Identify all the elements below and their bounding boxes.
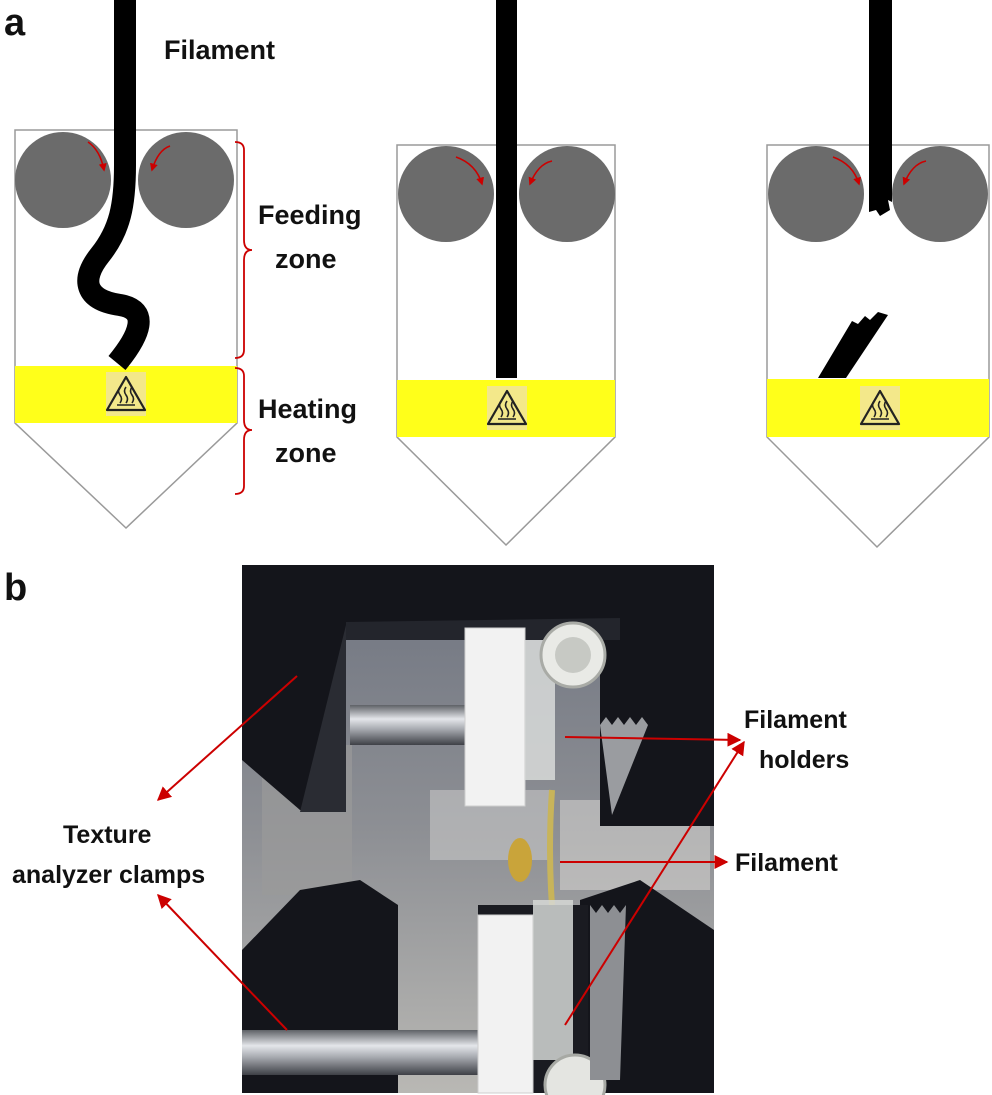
extruder-broken bbox=[766, 0, 990, 549]
feed-roller-left bbox=[15, 132, 111, 228]
filament-holders-label: Filament bbox=[744, 706, 847, 734]
lower-rod bbox=[242, 1030, 487, 1075]
rotation-arrow-right bbox=[902, 160, 927, 186]
feeding-zone-label-2: zone bbox=[275, 244, 337, 274]
extruder-buckling bbox=[14, 0, 238, 530]
filament-buckled bbox=[77, 0, 150, 370]
feed-roller-left bbox=[768, 146, 864, 242]
panel-a-letter: a bbox=[4, 2, 26, 44]
feed-roller-right bbox=[892, 146, 988, 242]
filament-holder-top-cap-inner bbox=[555, 637, 591, 673]
heating-zone-bracket bbox=[234, 367, 253, 495]
filament-broken-piece bbox=[818, 312, 888, 378]
arrow-to-filament-holders bbox=[564, 732, 742, 747]
heat-warning-icon bbox=[485, 384, 529, 432]
feeding-zone-bracket bbox=[234, 141, 253, 359]
feeding-zone-label: Feeding bbox=[258, 200, 362, 230]
filament-label-a: Filament bbox=[164, 35, 275, 65]
rotation-arrow-left bbox=[832, 156, 861, 186]
heating-zone-label: Heating bbox=[258, 394, 357, 424]
rotation-arrow-left bbox=[455, 156, 484, 186]
filament-broken-top bbox=[869, 0, 892, 216]
heating-zone-label-2: zone bbox=[275, 438, 337, 468]
clamps-label-2: analyzer clamps bbox=[12, 861, 205, 889]
heat-warning-icon bbox=[104, 370, 148, 418]
rotation-arrow-right bbox=[150, 145, 171, 172]
feed-roller-right bbox=[519, 146, 615, 242]
extruder-normal bbox=[396, 0, 616, 547]
upper-white-block bbox=[464, 627, 526, 807]
upper-clamp-bevel bbox=[300, 625, 346, 812]
lower-white-block bbox=[477, 914, 534, 1094]
filament-holder-bottom bbox=[533, 900, 573, 1060]
filament-holders-label-2: holders bbox=[759, 746, 849, 774]
filament-straight bbox=[496, 0, 517, 378]
background-blur bbox=[508, 838, 532, 882]
upper-rod bbox=[350, 705, 470, 745]
heat-warning-icon bbox=[858, 384, 902, 432]
rotation-arrow-right bbox=[528, 160, 553, 186]
lower-serrated-jaw bbox=[590, 905, 626, 1080]
clamps-label: Texture bbox=[63, 821, 152, 849]
feed-roller-right bbox=[138, 132, 234, 228]
texture-analyzer-photo bbox=[242, 565, 714, 1095]
arrow-to-lower-clamp bbox=[157, 893, 288, 1031]
upper-serrated-jaw bbox=[600, 717, 648, 815]
filament-strand bbox=[547, 789, 555, 906]
filament-label-b: Filament bbox=[735, 849, 838, 877]
arrow-to-upper-clamp bbox=[156, 675, 298, 801]
filament-holder-bottom-cap bbox=[543, 1053, 607, 1095]
rotation-arrow-left bbox=[87, 141, 107, 172]
feed-roller-left bbox=[398, 146, 494, 242]
panel-b-letter: b bbox=[4, 567, 27, 609]
arrow-to-filament-holders-lower bbox=[564, 740, 745, 1026]
